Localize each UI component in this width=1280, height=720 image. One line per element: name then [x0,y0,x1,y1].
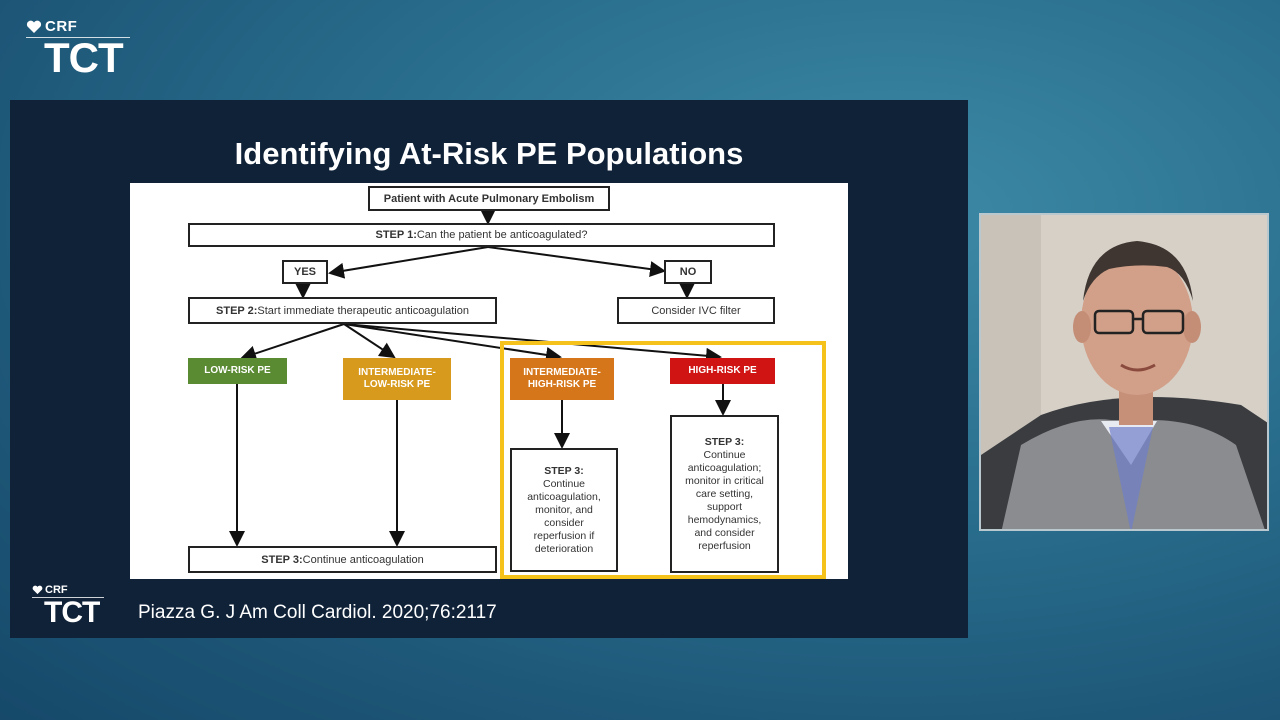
flowchart-step3-high-box: STEP 3: Continue anticoagulation; monito… [670,415,779,573]
tct-label: TCT [44,34,124,81]
arrow-step2-to-low [240,323,345,362]
crf-label-small: CRF [45,584,68,596]
flowchart-yes-box: YES [282,260,328,284]
int-low-line2: LOW-RISK PE [363,379,431,390]
start-box-text: Patient with Acute Pulmonary Embolism [383,192,595,205]
step2-prefix: STEP 2: [216,304,258,317]
step3-mid-title: STEP 3: [544,464,584,477]
arrow-step2-to-inthigh [343,323,562,363]
logo-rule [26,37,130,38]
tct-label-small: TCT [44,596,100,629]
int-low-line1: INTERMEDIATE- [358,367,436,378]
arrow-step1-to-yes [328,246,489,279]
slide-footer: CRF TCT Piazza G. J Am Coll Cardiol. 202… [10,568,968,638]
yes-text: YES [293,266,316,278]
flowchart-ivc-box: Consider IVC filter [617,297,775,324]
logo-rule-small [32,597,104,598]
crf-label-row-small: CRF [32,584,104,596]
crf-label: CRF [45,18,78,35]
step3-mid-text: Continue anticoagulation, monitor, and c… [527,477,601,555]
step3-right-text: Continue anticoagulation; monitor in cri… [685,448,764,552]
int-high-line1: INTERMEDIATE- [523,367,601,378]
intermediate-high-risk-badge: INTERMEDIATE- HIGH-RISK PE [510,358,614,400]
flowchart-arrows [229,209,731,547]
slide-title: Identifying At-Risk PE Populations [234,136,744,171]
intermediate-low-risk-badge: INTERMEDIATE- LOW-RISK PE [343,358,451,400]
step1-text: Can the patient be anticoagulated? [416,229,588,241]
high-risk-text: HIGH-RISK PE [688,365,757,376]
low-risk-badge: LOW-RISK PE [188,358,287,384]
flowchart-step3-continue-box: STEP 3: Continue anticoagulation [188,546,497,573]
low-risk-text: LOW-RISK PE [204,365,271,376]
arrow-step2-to-high [343,323,722,364]
slide-citation: Piazza G. J Am Coll Cardiol. 2020;76:211… [138,602,497,623]
crf-label-row: CRF [26,18,130,35]
int-high-line2: HIGH-RISK PE [527,379,597,390]
flowchart-step1-box: STEP 1: Can the patient be anticoagulate… [188,223,775,247]
flowchart-start-box: Patient with Acute Pulmonary Embolism [368,186,610,211]
step2-text: Start immediate therapeutic anticoagulat… [257,304,469,317]
ivc-text: Consider IVC filter [651,304,741,317]
flowchart-step2-box: STEP 2: Start immediate therapeutic anti… [188,297,497,324]
presentation-slide: Identifying At-Risk PE Populations [10,100,968,638]
highlight-frame [500,341,826,579]
high-risk-badge: HIGH-RISK PE [670,358,775,384]
arrow-step1-to-no [487,246,666,278]
step3-right-title: STEP 3: [704,435,745,448]
step3-left-prefix: STEP 3: [261,553,303,566]
heart-icon [26,20,42,33]
flowchart-figure: Patient with Acute Pulmonary Embolism ST… [130,183,848,579]
presenter-image [981,215,1267,529]
step1-prefix: STEP 1: [375,229,417,241]
tct-logo-small: CRF TCT [32,584,104,628]
tct-logo: CRF TCT [26,18,130,81]
flowchart-no-box: NO [664,260,712,284]
heart-icon [32,585,43,595]
presenter-video [979,213,1269,531]
flowchart-step3-intermediate-box: STEP 3: Continue anticoagulation, monito… [510,448,618,572]
no-text: NO [679,266,697,278]
step3-left-text: Continue anticoagulation [302,553,424,566]
arrow-step2-to-intlow [343,323,396,359]
